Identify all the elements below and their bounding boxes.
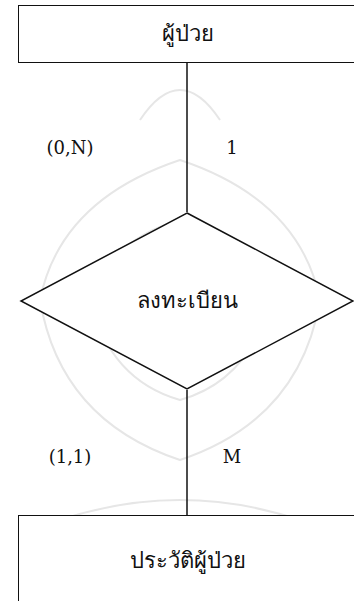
entity-box: ประวัติผู้ป่วย: [18, 515, 354, 601]
cardinality-label: M: [221, 446, 243, 468]
relationship-line: [186, 390, 188, 515]
node-label: ผู้ป่วย: [162, 21, 214, 47]
relationship-line: [186, 63, 188, 212]
entity-box: ผู้ป่วย: [18, 5, 354, 63]
cardinality-label: 1: [224, 137, 239, 159]
cardinality-label: (1,1): [47, 446, 94, 468]
node-label: ประวัติผู้ป่วย: [130, 548, 246, 574]
relationship-diamond: ลงทะเบียน: [20, 212, 354, 390]
cardinality-label: (0,N): [45, 137, 96, 159]
node-label: ลงทะเบียน: [137, 288, 238, 314]
